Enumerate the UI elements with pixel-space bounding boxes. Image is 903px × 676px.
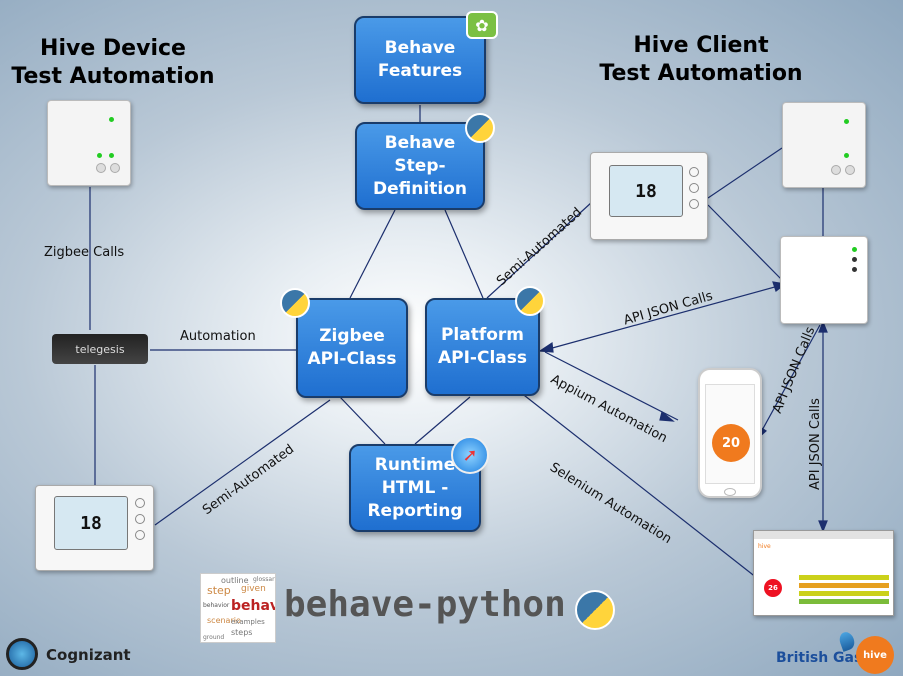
web-app-browser-screenshot: hive 26	[753, 530, 894, 616]
word-cloud-word: ground	[203, 634, 225, 641]
platform-api-class-box[interactable]: Platform API-Class	[425, 298, 540, 396]
word-cloud-word: scenario	[207, 616, 241, 625]
line-platform-browser	[519, 391, 758, 579]
safari-compass-icon: ➚	[451, 436, 489, 474]
mobile-app-phone: 20	[698, 368, 762, 498]
cognizant-logo-text: Cognizant	[46, 646, 131, 664]
telegesis-label: telegesis	[75, 342, 125, 356]
hive-receiver-device	[782, 102, 866, 188]
line-zigbee-reporting	[339, 396, 386, 445]
python-logo-icon	[515, 286, 545, 316]
telegesis-usb-stick: telegesis	[52, 334, 148, 364]
line-zigbee-thermostat-left	[154, 399, 331, 526]
word-cloud-word: behave	[231, 598, 275, 614]
phone-temperature: 20	[712, 424, 750, 462]
arrow-phone-platform	[544, 351, 679, 421]
behave-step-definition-box[interactable]: Behave Step- Definition	[355, 122, 485, 210]
browser-temperature-badge: 26	[764, 579, 782, 597]
line-step-zigbee	[349, 209, 396, 299]
hive-hub-device	[780, 236, 868, 324]
zigbee-api-class-box[interactable]: Zigbee API-Class	[296, 298, 408, 398]
cognizant-logo-icon	[6, 638, 38, 670]
thermostat-display: 18	[54, 496, 128, 550]
automation-label: Automation	[180, 329, 256, 344]
word-cloud-word: step	[207, 584, 231, 597]
british-gas-logo-text: British Gas	[776, 650, 863, 666]
thermostat-display: 18	[609, 165, 683, 217]
line-thermostat-right-device	[707, 147, 783, 199]
line-step-platform	[444, 209, 484, 299]
line-platform-thermostat-right	[486, 201, 593, 299]
word-cloud-word: behavior	[203, 602, 230, 609]
word-cloud-word: given	[241, 584, 266, 594]
zigbee-calls-label: Zigbee Calls	[44, 245, 125, 260]
client-test-heading: Hive Client Test Automation	[599, 33, 803, 86]
behave-word-cloud: behave step given outline scenario examp…	[200, 573, 276, 643]
hive-thermostat-left: 18	[35, 485, 154, 571]
python-logo-icon	[280, 288, 310, 318]
hive-thermostat-right: 18	[590, 152, 708, 240]
word-cloud-word: steps	[231, 628, 253, 637]
device-test-heading: Hive Device Test Automation	[11, 36, 215, 89]
runtime-html-reporting-box[interactable]: Runtime HTML - Reporting	[349, 444, 481, 532]
hive-logo-badge: hive	[856, 636, 894, 674]
line-platform-reporting	[414, 396, 471, 445]
word-cloud-word: glossary	[253, 576, 276, 583]
python-logo-icon	[465, 113, 495, 143]
behave-features-box[interactable]: Behave Features	[354, 16, 486, 104]
arrow-hub-platform	[544, 284, 783, 351]
cucumber-icon: ✿	[466, 11, 498, 39]
line-hub-phone	[759, 324, 821, 435]
word-cloud-word: outline	[221, 576, 249, 585]
line-thermostat-right-hub	[707, 204, 783, 281]
word-cloud-word: examples	[231, 618, 265, 626]
hive-receiver-device	[47, 100, 131, 186]
behave-python-logo-text: behave-python	[284, 584, 566, 625]
python-logo-icon	[575, 590, 615, 630]
api-json-calls-label: API JSON Calls	[808, 398, 823, 490]
